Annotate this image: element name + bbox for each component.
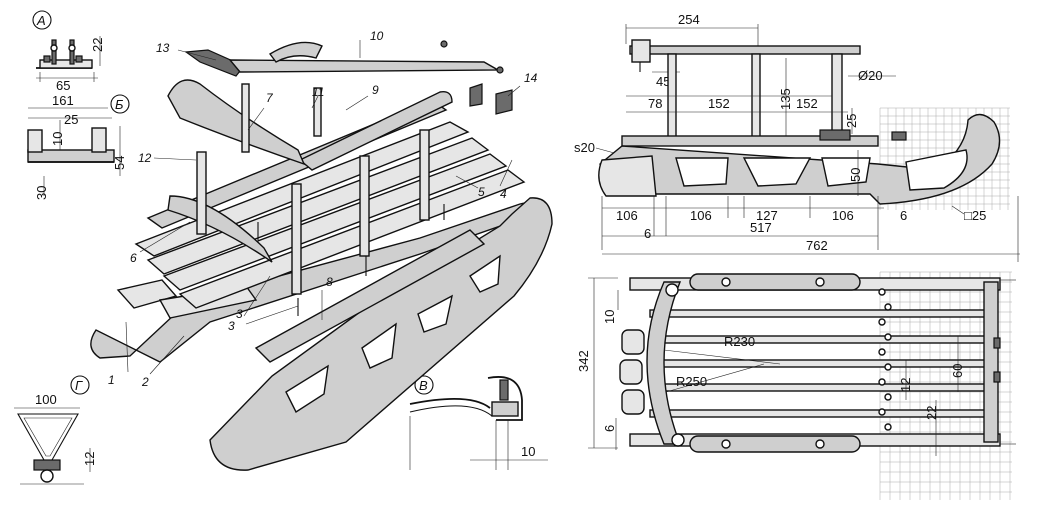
detail-v-label: В (419, 378, 428, 393)
dim-plan-22: 22 (924, 406, 939, 420)
bolt-hole (878, 348, 886, 356)
dim-342: 342 (576, 350, 591, 372)
dim-plan-60: 60 (950, 364, 965, 378)
dim-b-25: 25 (64, 112, 78, 127)
part-3a-label: 3 (228, 319, 235, 333)
bolt-hole (884, 333, 892, 341)
dim-78: 78 (648, 96, 662, 111)
dim-sq25: □25 (964, 208, 986, 223)
dim-50: 50 (848, 168, 863, 182)
bolt-hole (884, 303, 892, 311)
bolt-hole (884, 393, 892, 401)
dim-r250: R250 (676, 374, 707, 389)
detail-g-label: Г (75, 378, 83, 393)
dim-517: 517 (750, 220, 772, 235)
bolt-column (878, 288, 892, 431)
part-9-label: 9 (372, 83, 379, 97)
dim-a-65: 65 (56, 78, 70, 93)
dim-25: 25 (844, 114, 859, 128)
bolt-hole (878, 378, 886, 386)
detail-a: А 65 22 (32, 10, 105, 93)
part-10-label: 10 (370, 29, 384, 43)
part-5-label: 5 (478, 185, 485, 199)
dim-b-10: 10 (50, 132, 65, 146)
dim-plan-10: 10 (602, 310, 617, 324)
dim-b-161: 161 (52, 93, 74, 108)
part-14-label: 14 (524, 71, 538, 85)
part-6-label: 6 (130, 251, 137, 265)
dim-b-54: 54 (112, 156, 127, 170)
dim-152b: 152 (796, 96, 818, 111)
side-view: 254 45 Ø20 78 152 152 135 25 s20 (574, 12, 1020, 262)
dim-127: 127 (756, 208, 778, 223)
dim-plan-12: 12 (898, 378, 913, 392)
plan-view: 342 R230 R250 (576, 271, 1016, 500)
dim-dia20: Ø20 (858, 68, 883, 83)
detail-g: Г 100 12 (14, 375, 97, 485)
bolt-hole (878, 318, 886, 326)
bolt-hole (878, 288, 886, 296)
bolt-hole (884, 363, 892, 371)
part-11-label: 11 (312, 85, 324, 99)
dim-106a: 106 (616, 208, 638, 223)
dim-6a: 6 (644, 226, 651, 241)
dim-45: 45 (656, 74, 670, 89)
part-1-label: 1 (108, 373, 115, 387)
dim-b-30: 30 (34, 186, 49, 200)
detail-b: Б 161 25 10 54 30 (27, 93, 130, 200)
dim-254: 254 (678, 12, 700, 27)
dim-152a: 152 (708, 96, 730, 111)
part-4-label: 4 (500, 187, 507, 201)
part-12-label: 12 (138, 151, 152, 165)
part-2-label: 2 (141, 375, 149, 389)
dim-g-12: 12 (82, 452, 97, 466)
sled-isometric: 1 2 3 3 4 5 6 7 8 9 10 11 12 13 14 (90, 29, 553, 471)
detail-a-label: А (36, 13, 46, 28)
dim-v-10: 10 (521, 444, 535, 459)
part-13-label: 13 (156, 41, 170, 55)
dim-g-100: 100 (35, 392, 57, 407)
dim-6b: 6 (900, 208, 907, 223)
bolt-hole (878, 408, 886, 416)
part-7-label: 7 (266, 91, 274, 105)
bolt-hole (884, 423, 892, 431)
dim-762: 762 (806, 238, 828, 253)
dim-135: 135 (778, 88, 793, 110)
detail-b-label: Б (115, 97, 124, 112)
part-8-label: 8 (326, 275, 333, 289)
part-3b-label: 3 (236, 307, 243, 321)
dim-r230: R230 (724, 334, 755, 349)
part-number-leaders (125, 40, 521, 375)
detail-v: В 10 (409, 375, 548, 470)
dim-s20: s20 (574, 140, 595, 155)
dim-106c: 106 (832, 208, 854, 223)
dim-106b: 106 (690, 208, 712, 223)
dim-plan-6: 6 (602, 425, 617, 432)
dim-a-22: 22 (90, 38, 105, 52)
